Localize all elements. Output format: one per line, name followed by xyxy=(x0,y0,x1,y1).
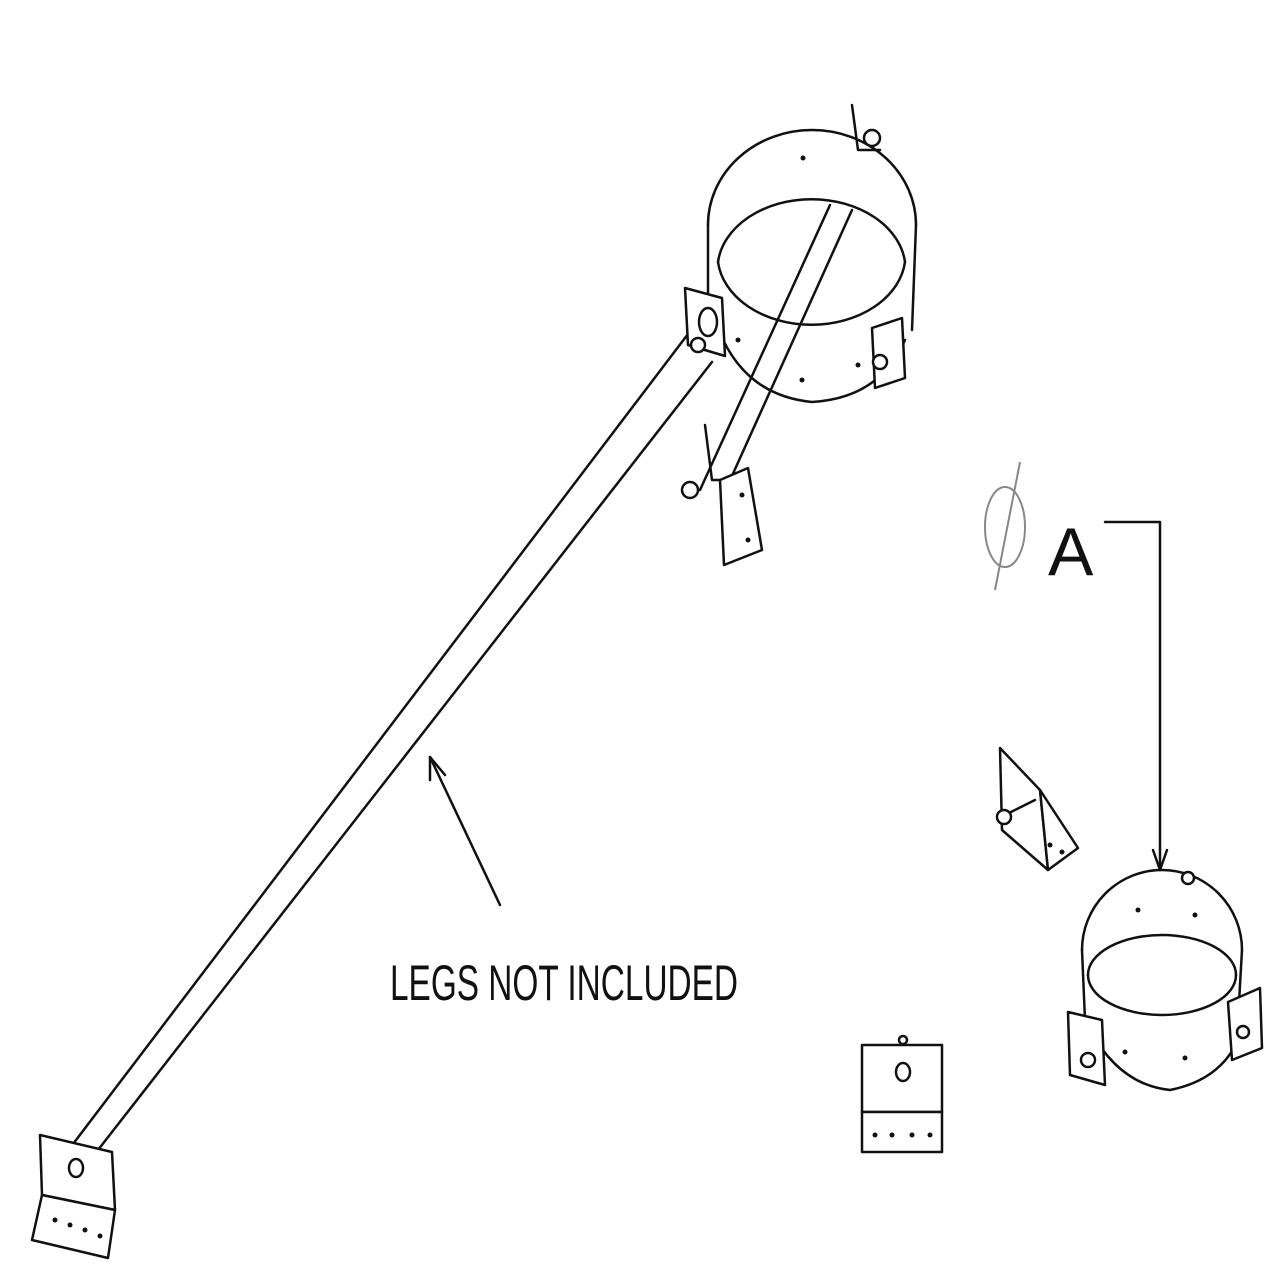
leg-brace xyxy=(68,332,714,1152)
legs-not-included-note: LEGS NOT INCLUDED xyxy=(390,955,738,1011)
small-ring-clamp xyxy=(1066,868,1264,1092)
wall-bracket-angled xyxy=(995,746,1080,872)
leader-arrow xyxy=(428,755,502,907)
foot-bracket-small xyxy=(860,1034,944,1154)
large-ring-clamp xyxy=(683,103,918,404)
leg-foot-bracket xyxy=(30,1133,117,1260)
support-rod xyxy=(698,203,854,500)
diameter-callout: A xyxy=(984,461,1169,872)
dimension-label: A xyxy=(1048,514,1094,590)
rod-wall-bracket xyxy=(680,423,764,567)
diameter-symbol-icon xyxy=(984,486,1026,568)
